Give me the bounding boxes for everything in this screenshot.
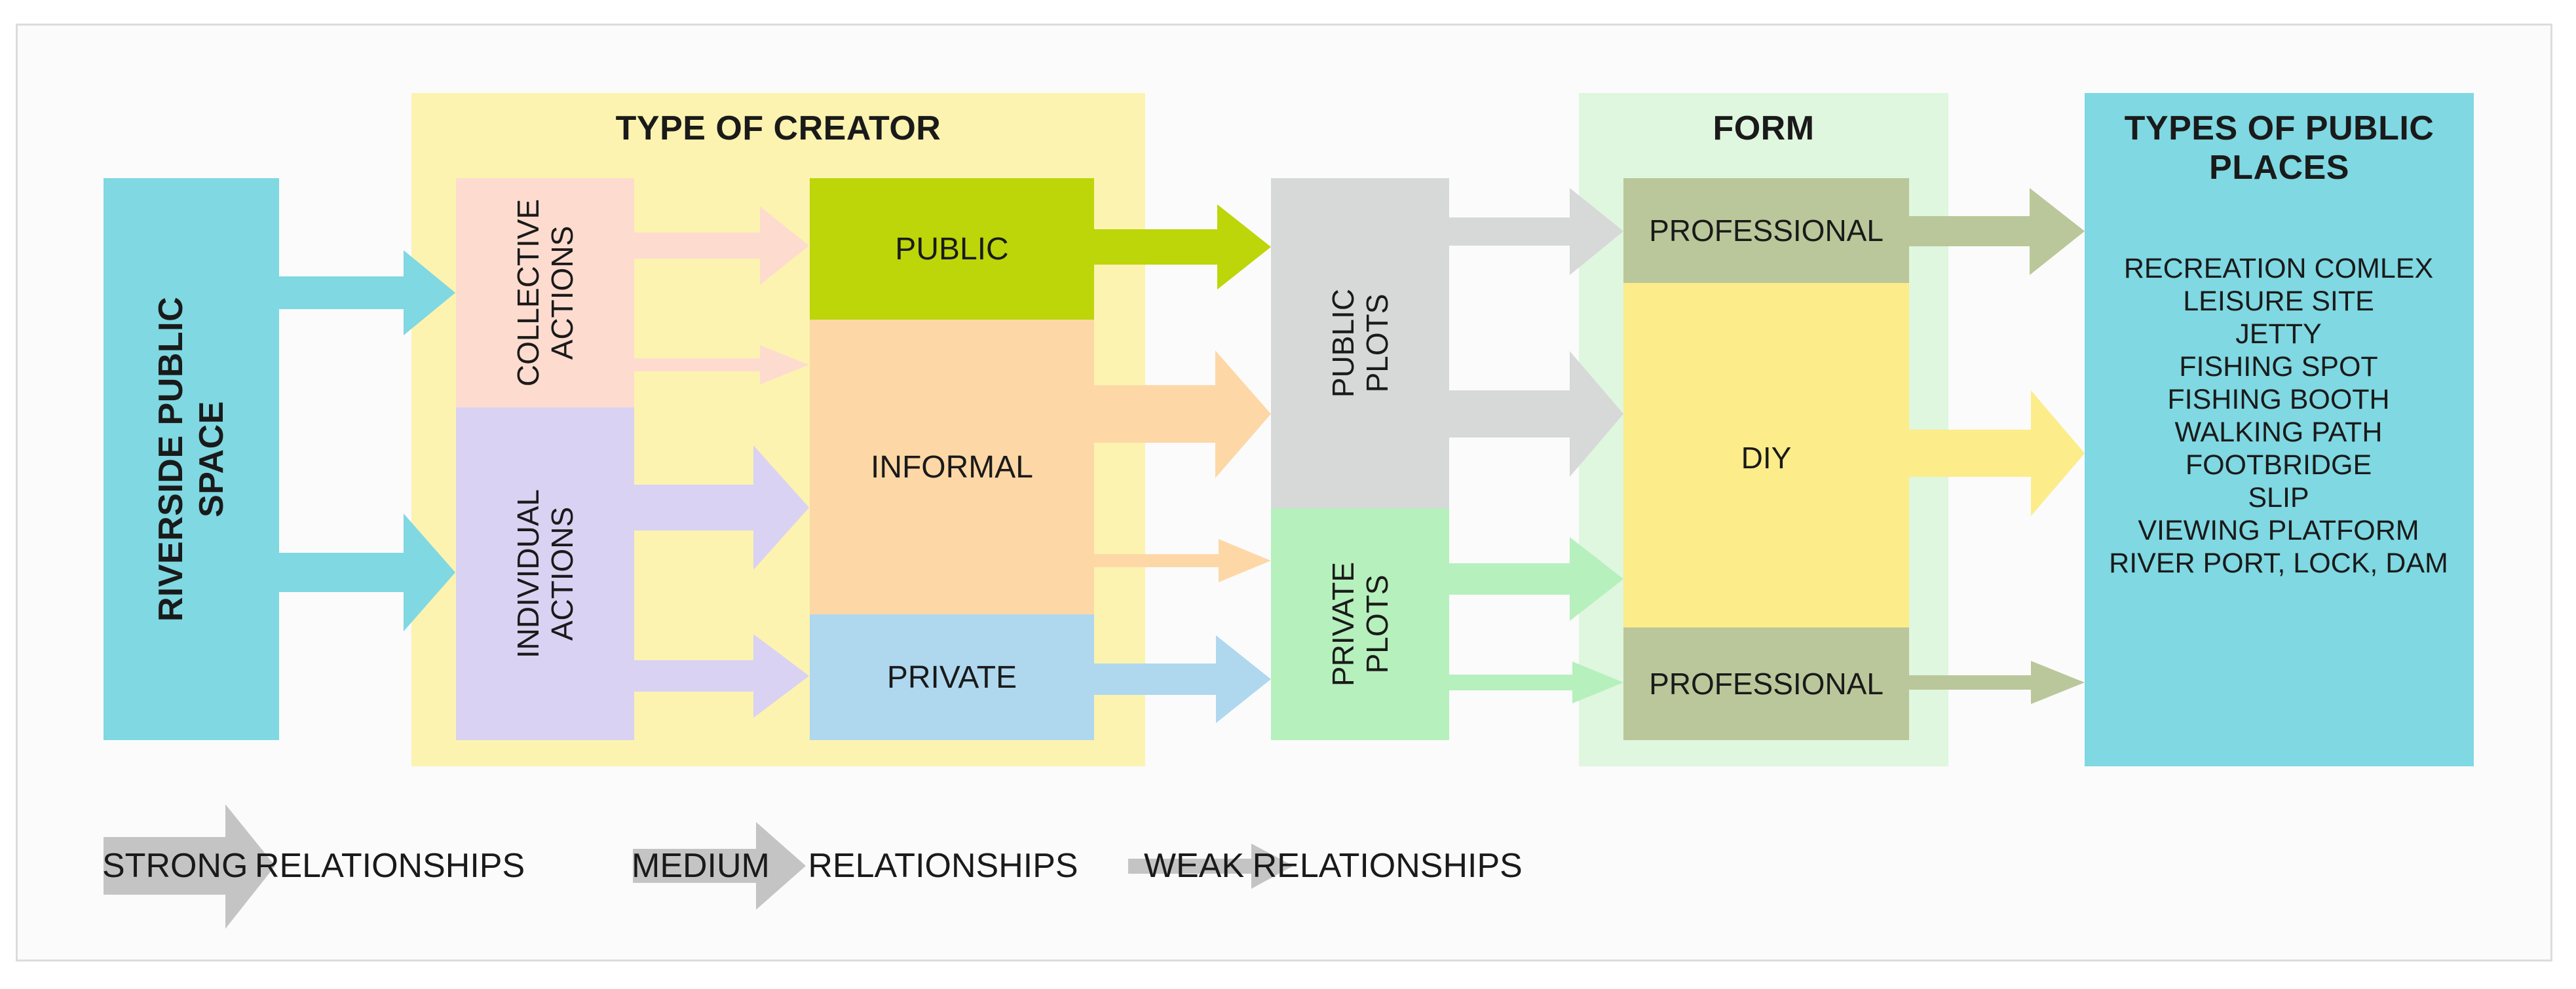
- arrow-riverside-individual: [275, 513, 455, 631]
- legend-strong-arrow: [104, 804, 275, 929]
- arrow-informal-publicplots: [1093, 350, 1271, 478]
- arrow-collective-public: [632, 206, 809, 285]
- informal-label: INFORMAL: [870, 449, 1033, 485]
- private-plots-label: PRIVATE PLOTS: [1326, 562, 1394, 686]
- arrow-individual-informal: [632, 445, 809, 570]
- place-item: RECREATION COMLEX: [2123, 253, 2434, 284]
- public-plots-label: PUBLIC PLOTS: [1326, 288, 1394, 398]
- place-item: LEISURE SITE: [2183, 286, 2374, 317]
- informal-box: [810, 320, 1094, 614]
- diy-box: [1623, 283, 1909, 627]
- collective-box: [456, 178, 634, 407]
- arrow-professional-places: [1909, 188, 2085, 275]
- legend-strong-word: STRONG: [102, 847, 248, 885]
- legend-strong-relationships: RELATIONSHIPS: [254, 847, 525, 885]
- public-label: PUBLIC: [895, 231, 1009, 267]
- individual-label: INDIVIDUAL ACTIONS: [511, 489, 579, 659]
- private-plots-box: [1271, 508, 1449, 740]
- form-title: FORM: [1713, 109, 1815, 147]
- places-group: [2085, 93, 2474, 766]
- professional-top-box: [1623, 178, 1909, 283]
- creator-title: TYPE OF CREATOR: [615, 109, 941, 147]
- public-plots-box: [1271, 178, 1449, 508]
- legend-weak-word: WEAK: [1144, 847, 1245, 885]
- arrow-publicplots-professional: [1448, 188, 1623, 275]
- legend-medium-relationships: RELATIONSHIPS: [808, 847, 1078, 885]
- legend-weak-arrow: [1128, 844, 1293, 889]
- arrow-public-publicplots: [1093, 204, 1271, 289]
- place-item: SLIP: [2248, 482, 2309, 513]
- place-item: RIVER PORT, LOCK, DAM: [2109, 548, 2448, 579]
- professional-top-label: PROFESSIONAL: [1649, 214, 1884, 248]
- arrow-publicplots-diy: [1448, 351, 1623, 477]
- professional-bottom-box: [1623, 627, 1909, 740]
- legend-weak-text: WEAK RELATIONSHIPS: [1144, 846, 1523, 886]
- place-item: JETTY: [2235, 318, 2322, 350]
- arrow-private-privateplots: [1093, 635, 1271, 723]
- arrow-riverside-collective: [275, 250, 455, 335]
- place-item: VIEWING PLATFORM: [2138, 515, 2419, 546]
- riverside-label: RIVERSIDE PUBLIC SPACE: [152, 296, 231, 622]
- places-list: RECREATION COMLEX LEISURE SITE JETTY FIS…: [2083, 252, 2474, 580]
- legend-medium-arrow: [633, 822, 806, 910]
- diy-label: DIY: [1741, 441, 1792, 475]
- arrow-privateplots-professional: [1448, 662, 1623, 703]
- arrow-informal-privateplots: [1093, 539, 1271, 582]
- arrow-diy-places: [1909, 390, 2085, 516]
- legend-medium-word: MEDIUM: [632, 847, 770, 885]
- place-item: FISHING BOOTH: [2167, 384, 2390, 415]
- arrow-individual-private: [632, 634, 809, 718]
- legend-strong-text: STRONG RELATIONSHIPS: [102, 846, 525, 886]
- places-title: TYPES OF PUBLIC PLACES: [2124, 109, 2434, 187]
- place-item: FOOTBRIDGE: [2185, 449, 2372, 481]
- public-box: [810, 178, 1094, 320]
- professional-bottom-label: PROFESSIONAL: [1649, 667, 1884, 701]
- legend-weak-relationships: RELATIONSHIPS: [1252, 847, 1523, 885]
- collective-label: COLLECTIVE ACTIONS: [511, 198, 579, 387]
- arrow-collective-informal: [632, 345, 809, 384]
- place-item: WALKING PATH: [2174, 417, 2383, 448]
- legend-medium-text: MEDIUM RELATIONSHIPS: [632, 846, 1078, 886]
- private-box: [810, 614, 1094, 740]
- place-item: FISHING SPOT: [2179, 351, 2378, 383]
- arrow-privateplots-diy: [1448, 537, 1623, 621]
- private-label: PRIVATE: [886, 660, 1017, 695]
- riverside-box: [104, 178, 279, 740]
- arrow-professional2-places: [1909, 661, 2085, 704]
- individual-box: [456, 407, 634, 740]
